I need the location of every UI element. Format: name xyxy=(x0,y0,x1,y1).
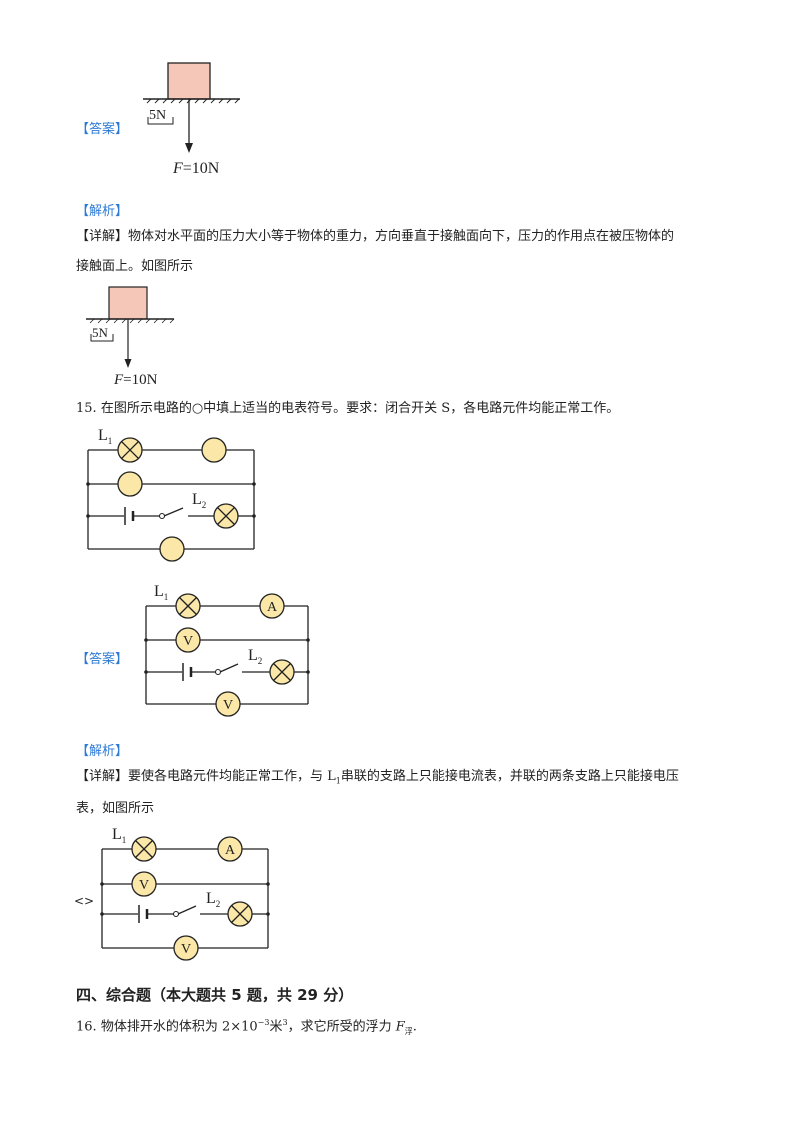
lamp-l1-label: L xyxy=(98,427,108,444)
voltmeter-bottom xyxy=(215,691,241,717)
force-diagram-analysis: 5N F=10N xyxy=(86,286,175,388)
circuit-question: L1 L2 xyxy=(86,427,256,562)
detail-tag-14: 【详解】 xyxy=(76,229,129,244)
ammeter-label: A xyxy=(267,600,278,615)
svg-text:F=10N: F=10N xyxy=(172,160,220,177)
lamp-l1-sub: 1 xyxy=(108,436,113,446)
lamp-l1 xyxy=(131,836,157,862)
scale-bracket xyxy=(90,334,114,342)
blank-meter-middle xyxy=(117,471,143,497)
answer-tag-14: 【答案】 xyxy=(76,122,129,137)
force-value: =10N xyxy=(183,160,220,177)
question-16: 16. 物体排开水的体积为 2×10−3米3，求它所受的浮力 F浮. xyxy=(76,1018,417,1036)
lamp-l2-label: L xyxy=(248,647,258,664)
analysis-14-line2: 接触面上。如图所示 xyxy=(76,259,194,274)
voltmeter-middle xyxy=(131,871,157,897)
analysis-15-line1: 【详解】要使各电路元件均能正常工作，与 L1串联的支路上只能接电流表，并联的两条… xyxy=(76,769,679,786)
switch-pivot xyxy=(158,512,166,520)
arrow-head xyxy=(124,359,132,368)
scale-bracket xyxy=(147,117,174,125)
force-symbol: F xyxy=(172,160,183,177)
switch-pivot xyxy=(172,910,180,918)
question-15: 15. 在图所示电路的○中填上适当的电表符号。要求：闭合开关 S，各电路元件均能… xyxy=(76,398,619,420)
lamp-l2-label: L xyxy=(192,491,202,508)
voltmeter-middle-label: V xyxy=(183,634,193,649)
circuit-analysis: L1 A V L2 V xyxy=(100,826,270,961)
lamp-l2-sub: 2 xyxy=(202,500,207,510)
lamp-l2 xyxy=(227,901,253,927)
analysis-15-line2: 表，如图所示 xyxy=(76,801,155,816)
lamp-l2-sub: 2 xyxy=(216,899,221,909)
question-15-number: 15. xyxy=(76,401,97,416)
force-symbol: F xyxy=(113,372,124,388)
question-16-number: 16. xyxy=(76,1019,97,1035)
answer-tag-15: 【答案】 xyxy=(76,652,129,667)
svg-text:L2: L2 xyxy=(192,491,206,510)
voltmeter-middle xyxy=(175,627,201,653)
ammeter-label: A xyxy=(225,843,236,858)
voltmeter-bottom xyxy=(173,935,199,961)
ammeter xyxy=(259,593,285,619)
ammeter xyxy=(217,836,243,862)
voltmeter-bottom-label: V xyxy=(223,698,233,713)
scale-label: 5N xyxy=(149,108,166,123)
lamp-l2 xyxy=(269,659,295,685)
force-value: =10N xyxy=(123,372,157,388)
analysis-14-line1: 【详解】物体对水平面的压力大小等于物体的重力，方向垂直于接触面向下，压力的作用点… xyxy=(76,229,675,244)
svg-text:L1: L1 xyxy=(154,583,168,602)
block xyxy=(167,62,211,100)
force-diagram-answer: 5N F=10N xyxy=(143,62,240,177)
svg-text:L2: L2 xyxy=(206,890,220,909)
voltmeter-bottom-label: V xyxy=(181,942,191,957)
question-15-text: 在图所示电路的○中填上适当的电表符号。要求：闭合开关 S，各电路元件均能正常工作… xyxy=(100,401,620,416)
analysis-tag-14: 【解析】 xyxy=(76,204,129,219)
lamp-l1-label: L xyxy=(112,826,122,843)
lamp-l1-sub: 1 xyxy=(122,835,127,845)
svg-text:L1: L1 xyxy=(98,427,112,446)
svg-text:F=10N: F=10N xyxy=(113,372,158,388)
scale-label: 5N xyxy=(92,325,109,340)
blank-meter-bottom xyxy=(159,536,185,562)
svg-text:L1: L1 xyxy=(112,826,126,845)
lamp-l1 xyxy=(117,437,143,463)
analysis-tag-15: 【解析】 xyxy=(76,744,129,759)
switch-pivot xyxy=(214,668,222,676)
lamp-l2-sub: 2 xyxy=(258,656,263,666)
detail-tag-15: 【详解】 xyxy=(76,769,129,784)
lamp-l1-label: L xyxy=(154,583,164,600)
blank-meter-top xyxy=(201,437,227,463)
lamp-l2 xyxy=(213,503,239,529)
marker-glyph: <> xyxy=(74,894,95,908)
voltmeter-middle-label: V xyxy=(139,878,149,893)
svg-text:L2: L2 xyxy=(248,647,262,666)
lamp-l2-label: L xyxy=(206,890,216,907)
lamp-l1 xyxy=(175,593,201,619)
arrow-head xyxy=(185,143,193,153)
section-heading: 四、综合题（本大题共 5 题，共 29 分） xyxy=(76,986,354,1004)
lamp-l1-sub: 1 xyxy=(164,592,169,602)
circuit-answer: L1 A V L2 V xyxy=(144,583,310,717)
block xyxy=(108,286,148,320)
